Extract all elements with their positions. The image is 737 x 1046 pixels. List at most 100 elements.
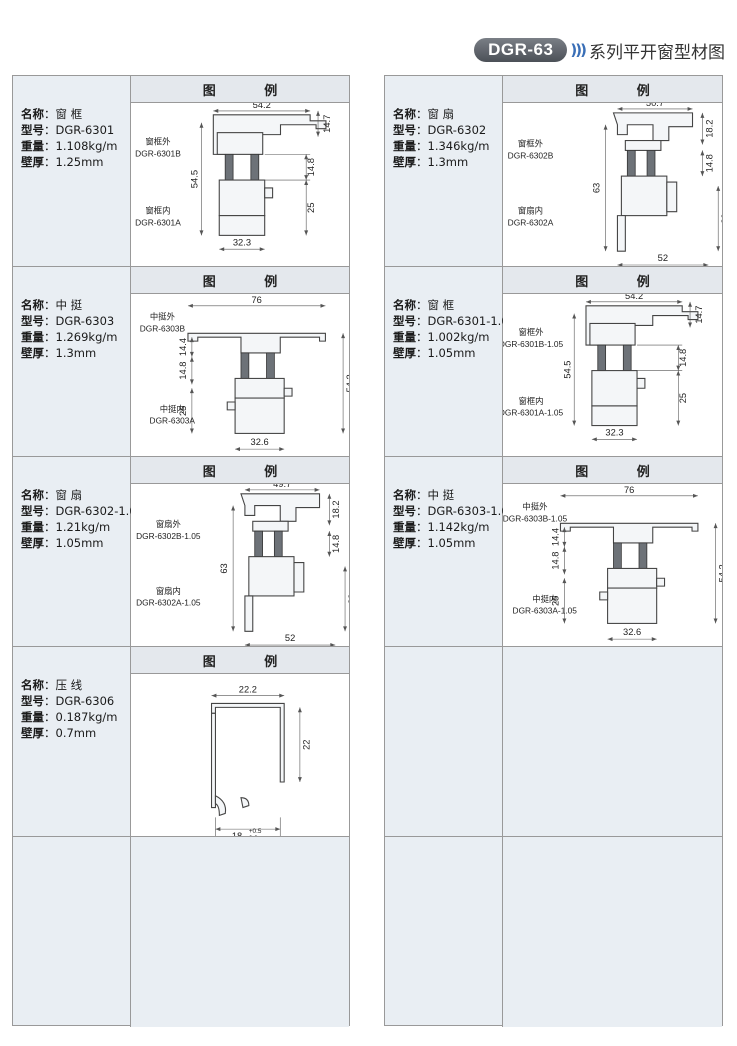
profile-name-label: 名称 xyxy=(21,488,44,502)
part-label: 中挺内 xyxy=(532,594,557,604)
bead-profile xyxy=(210,702,285,783)
label-colon: ： xyxy=(416,504,428,518)
part-label: 窗框外 xyxy=(519,327,545,337)
profile-model-value: DGR-6303 xyxy=(55,314,115,328)
dimension-arrow xyxy=(617,263,709,266)
tolerance-lower: 0.0 xyxy=(249,835,258,836)
profile-thickness-value: 1.3mm xyxy=(55,346,97,360)
profile-thickness-value: 1.3mm xyxy=(427,155,469,169)
part-label: 窗扇内 xyxy=(518,206,543,216)
legend-header: 图 例 xyxy=(503,76,722,103)
dimension-label: 76 xyxy=(624,485,634,495)
inner-profile xyxy=(218,179,266,217)
profile-weight-label: 重量 xyxy=(393,520,416,534)
profile-thickness-line: 壁厚：1.05mm xyxy=(393,535,502,551)
wave-arrows-icon: ))) xyxy=(570,41,587,59)
dimension-label: 14.4 xyxy=(551,528,561,546)
outer-profile xyxy=(240,493,321,522)
part-code: DGR-6301B-1.05 xyxy=(503,339,564,349)
label-colon: ： xyxy=(44,139,56,153)
thermal-strip xyxy=(613,542,622,569)
dimension-label: 30 xyxy=(720,213,722,223)
profile-weight-value: 0.187kg/m xyxy=(55,710,118,724)
series-code-badge: DGR-63 xyxy=(474,38,568,62)
dimension-arrow xyxy=(244,643,336,646)
dimension-label: 14.8 xyxy=(704,154,714,172)
label-colon: ： xyxy=(416,298,428,312)
profile-weight-value: 1.142kg/m xyxy=(427,520,490,534)
dimension-label: 14.8 xyxy=(306,158,316,176)
label-colon: ： xyxy=(44,123,56,137)
dimension-label: 49.7 xyxy=(273,484,291,489)
profile-name-label: 名称 xyxy=(393,298,416,312)
dimension-label: 32.3 xyxy=(605,427,623,437)
profile-thickness-value: 1.25mm xyxy=(55,155,104,169)
label-colon: ： xyxy=(416,314,428,328)
profile-thickness-line: 壁厚：1.3mm xyxy=(393,154,502,170)
profile-name-line: 名称：中 挺 xyxy=(393,487,502,503)
label-colon: ： xyxy=(44,330,56,344)
dimension-label: 18 xyxy=(232,831,242,836)
profile-model-label: 型号 xyxy=(21,694,44,708)
thermal-strip xyxy=(622,344,632,371)
inner-profile xyxy=(607,587,658,624)
part-code: DGR-6302B-1.05 xyxy=(136,531,201,541)
profile-weight-label: 重量 xyxy=(21,330,44,344)
empty-row xyxy=(385,837,722,1027)
dimension-label: 63 xyxy=(592,183,602,193)
profile-model-label: 型号 xyxy=(393,123,416,137)
profile-thickness-label: 壁厚 xyxy=(393,155,416,169)
profile-name-line: 名称：窗 扇 xyxy=(21,487,130,503)
profile-model-label: 型号 xyxy=(21,504,44,518)
profile-outline xyxy=(216,132,264,155)
profile-model-line: 型号：DGR-6303-1.05 xyxy=(393,503,516,519)
thermal-strip xyxy=(626,150,636,177)
thermal-strip xyxy=(597,344,607,371)
profile-name-label: 名称 xyxy=(393,488,416,502)
part-code: DGR-6301A xyxy=(135,217,181,227)
dimension-label: 52 xyxy=(658,253,668,263)
bead-profile xyxy=(210,712,216,809)
dimension-label: 22.2 xyxy=(239,685,257,695)
profile-thickness-label: 壁厚 xyxy=(21,726,44,740)
profile-info xyxy=(13,837,131,1027)
dimension-label: 63 xyxy=(219,563,229,573)
profile-model-value: DGR-6306 xyxy=(55,694,115,708)
part-label: 窗扇外 xyxy=(156,519,182,529)
profile-weight-line: 重量：1.21kg/m xyxy=(21,519,130,535)
profile-thickness-line: 壁厚：0.7mm xyxy=(21,725,130,741)
profile-name-value: 中 挺 xyxy=(427,488,455,502)
thermal-strip xyxy=(250,153,260,181)
dimension-label: 22 xyxy=(302,740,312,750)
part-label: 窗框外 xyxy=(518,138,544,148)
legend-header: 图 例 xyxy=(503,267,722,294)
label-colon: ： xyxy=(416,520,428,534)
profile-name-value: 中 挺 xyxy=(55,298,83,312)
inner-profile xyxy=(248,556,295,597)
dimension-arrow xyxy=(235,447,285,452)
profile-outline xyxy=(252,520,289,532)
dimension-label: 14.7 xyxy=(322,115,332,133)
dimension-label: 14.7 xyxy=(694,306,704,324)
legend-cell xyxy=(131,837,349,1027)
dimension-label: 14.8 xyxy=(331,535,341,553)
outer-profile xyxy=(559,522,699,544)
thermal-strip xyxy=(254,530,263,558)
profile-weight-line: 重量：1.142kg/m xyxy=(393,519,502,535)
profile-name-value: 窗 框 xyxy=(55,107,83,121)
label-colon: ： xyxy=(44,488,56,502)
part-code: DGR-6301A-1.05 xyxy=(503,408,564,418)
label-colon: ： xyxy=(416,346,428,360)
